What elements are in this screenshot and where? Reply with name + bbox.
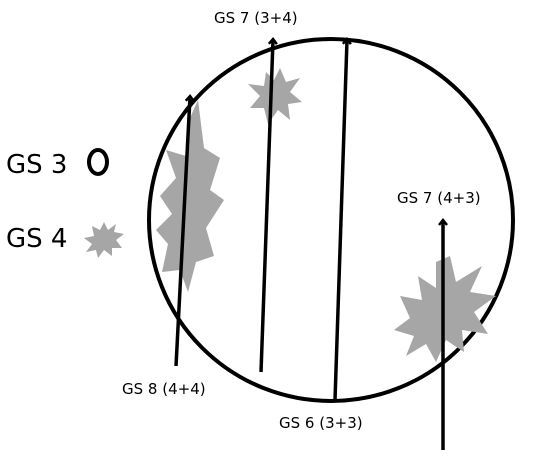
gs4-lesion-right (394, 256, 496, 362)
legend-gs4-starburst-icon (84, 222, 124, 258)
gs6-core-label: GS 6 (3+3) (279, 414, 363, 432)
gs7-3plus4-core-arrow (259, 37, 278, 373)
gs7-4plus3-core-label: GS 7 (4+3) (397, 189, 481, 207)
gs4-lesion-top (248, 68, 302, 124)
gs4-lesion-left (156, 100, 224, 292)
gs7-3plus4-core-label: GS 7 (3+4) (214, 9, 298, 27)
gs8-core-label: GS 8 (4+4) (122, 380, 206, 398)
prostate-outline (147, 37, 515, 403)
legend-gs3-circle-icon (87, 148, 109, 176)
legend-gs3-label: GS 3 (6, 150, 67, 180)
legend-gs4-label: GS 4 (6, 224, 67, 254)
gs8-core-arrow (174, 94, 195, 367)
gs6-core-arrow (333, 37, 352, 401)
